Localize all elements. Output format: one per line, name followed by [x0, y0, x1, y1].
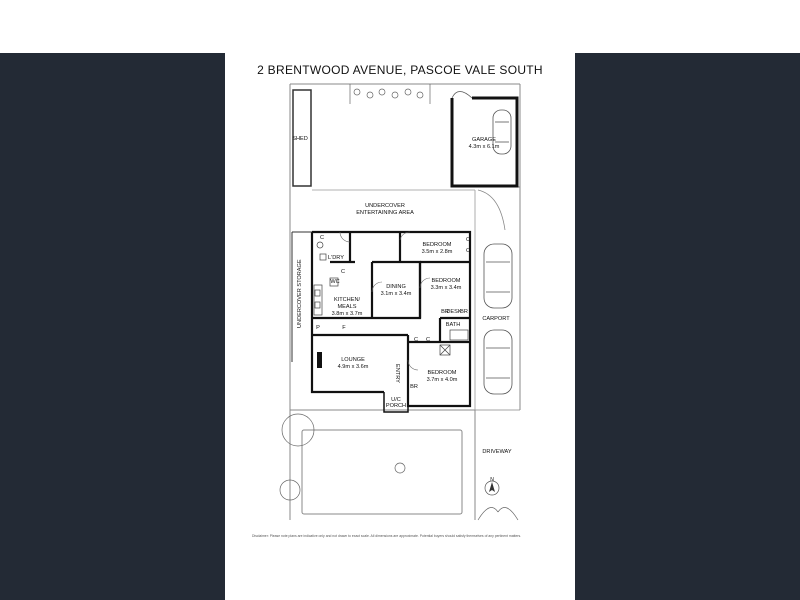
left-dark-panel — [0, 53, 225, 600]
room-label-bedroom-3: BEDROOM — [427, 370, 457, 376]
compass-icon — [484, 480, 500, 496]
fixture-p: P — [316, 325, 320, 331]
fixture-f: F — [342, 325, 346, 331]
front-garden — [289, 410, 476, 520]
room-dims-bedroom-3: 3.7m x 4.0m — [426, 377, 458, 383]
room-dims-kitchen: 3.8m x 3.7m — [331, 311, 363, 317]
fixture-br-bed2: BR — [441, 309, 449, 315]
room-label-bedroom-1: BEDROOM — [422, 242, 452, 248]
right-dark-panel — [575, 53, 800, 600]
fixture-c-bath-b: C — [425, 337, 431, 343]
disclaimer: Disclaimer: Please note plans are indica… — [252, 534, 522, 538]
garden-trees-front — [279, 413, 406, 501]
room-label-bath: BATH — [445, 322, 461, 328]
fixture-desk: DESK — [446, 309, 462, 315]
room-label-driveway: DRIVEWAY — [482, 449, 512, 455]
boundary-fence — [289, 83, 521, 411]
room-dims-bedroom-2: 3.3m x 3.4m — [430, 285, 462, 291]
fixture-c-bed1-a: C — [465, 237, 471, 243]
shed — [292, 89, 312, 187]
fixture-c-kitchen: C — [340, 269, 346, 275]
room-label-undercover-storage: UNDERCOVER STORAGE — [297, 259, 303, 328]
porch — [383, 392, 409, 413]
room-label-shed: SHED — [292, 136, 308, 142]
fixture-c-bed1-b: C — [465, 248, 471, 254]
room-label-kitchen: KITCHEN/ — [333, 297, 361, 303]
room-label-dining: DINING — [386, 284, 406, 290]
room-label-laundry: L'DRY — [328, 255, 344, 261]
fixture-br-bed3: BR — [410, 384, 418, 390]
room-label-porch-1: U/C — [391, 397, 401, 403]
storage-strip — [291, 231, 312, 362]
room-label-entertaining-1: UNDERCOVER — [365, 203, 405, 209]
fixture-wc: WC — [330, 279, 340, 285]
room-dims-dining: 3.1m x 3.4m — [380, 291, 412, 297]
room-dims-garage: 4.3m x 6.1m — [468, 144, 500, 150]
garage-walls — [450, 96, 519, 188]
room-label-meals: MEALS — [337, 304, 357, 310]
room-dims-lounge: 4.9m x 3.6m — [337, 364, 369, 370]
room-label-bedroom-2: BEDROOM — [431, 278, 461, 284]
room-label-entry: ENTRY — [394, 364, 400, 383]
car-carport-1 — [483, 243, 513, 309]
carport-outline — [475, 189, 520, 411]
driveway-gate — [477, 507, 519, 521]
car-carport-2 — [483, 329, 513, 395]
room-label-entertaining-2: ENTERTAINING AREA — [356, 210, 414, 216]
room-label-garage: GARAGE — [472, 137, 496, 143]
fixture-c-bath-a: C — [413, 337, 419, 343]
plan-title: 2 BRENTWOOD AVENUE, PASCOE VALE SOUTH — [257, 63, 543, 77]
kitchen-fixtures — [313, 241, 339, 316]
door-swings — [339, 231, 431, 371]
fireplace — [317, 352, 322, 368]
house-walls — [310, 230, 472, 408]
entertaining-area-outline — [312, 189, 476, 410]
garage-door-swing — [451, 91, 473, 99]
car-garage — [492, 109, 512, 155]
room-label-lounge: LOUNGE — [341, 357, 365, 363]
compass-label: N — [490, 477, 494, 483]
bath-fixtures — [439, 329, 469, 356]
room-label-porch-2: PORCH — [385, 403, 407, 409]
fixture-br-bed2-b: BR — [460, 309, 468, 315]
garden-plants-rear — [349, 84, 431, 104]
room-dims-bedroom-1: 3.5m x 2.8m — [421, 249, 453, 255]
room-label-carport: CARPORT — [482, 316, 510, 322]
fixture-c-laundry: C — [319, 235, 325, 241]
